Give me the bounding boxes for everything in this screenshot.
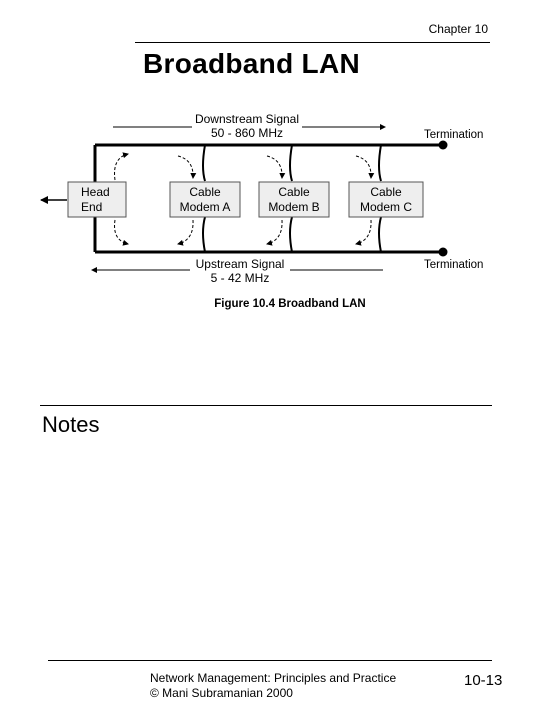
upstream-freq: 5 - 42 MHz xyxy=(211,271,270,285)
modem-b-box xyxy=(258,181,330,218)
notes-title: Notes xyxy=(42,412,100,437)
modem-b-cable xyxy=(289,144,293,253)
modem-a-box xyxy=(169,181,241,218)
head-end-box xyxy=(67,181,127,218)
footer-rule xyxy=(48,660,492,661)
modem-c-line2: Modem C xyxy=(360,200,412,214)
notes-rule xyxy=(40,405,492,406)
termination-top-label: Termination xyxy=(424,129,483,141)
modem-c-line1: Cable xyxy=(370,185,402,199)
figure-caption: Figure 10.4 Broadband LAN xyxy=(214,298,365,310)
chapter-label: Chapter 10 xyxy=(428,22,488,36)
top-termination-dot xyxy=(438,140,448,150)
modem-b-line2: Modem B xyxy=(268,200,319,214)
modem-a-cable xyxy=(202,144,206,253)
page-title: Broadband LAN xyxy=(143,48,361,79)
modem-a-line1: Cable xyxy=(189,185,221,199)
termination-bottom-label: Termination xyxy=(424,259,483,271)
modem-c-box xyxy=(348,181,424,218)
modem-a-line2: Modem A xyxy=(180,200,231,214)
downstream-label: Downstream Signal xyxy=(195,112,299,126)
page-number: 10-13 xyxy=(464,672,503,689)
modem-b-line1: Cable xyxy=(278,185,310,199)
upstream-label-bg xyxy=(190,256,290,288)
broadband-lan-diagram: Downstream Signal 50 - 860 MHz Terminati… xyxy=(40,110,483,310)
downstream-label-bg xyxy=(192,110,302,142)
modem-c-cable xyxy=(378,144,382,253)
head-end-line1: Head xyxy=(81,185,110,199)
upstream-label: Upstream Signal xyxy=(196,257,285,271)
bottom-termination-dot xyxy=(438,247,448,257)
footer-book-title: Network Management: Principles and Pract… xyxy=(150,671,397,685)
downstream-freq: 50 - 860 MHz xyxy=(211,126,283,140)
header-rule xyxy=(135,42,490,43)
signal-arcs xyxy=(114,152,375,246)
footer-copyright: © Mani Subramanian 2000 xyxy=(150,686,293,700)
head-end-line2: End xyxy=(81,200,102,214)
